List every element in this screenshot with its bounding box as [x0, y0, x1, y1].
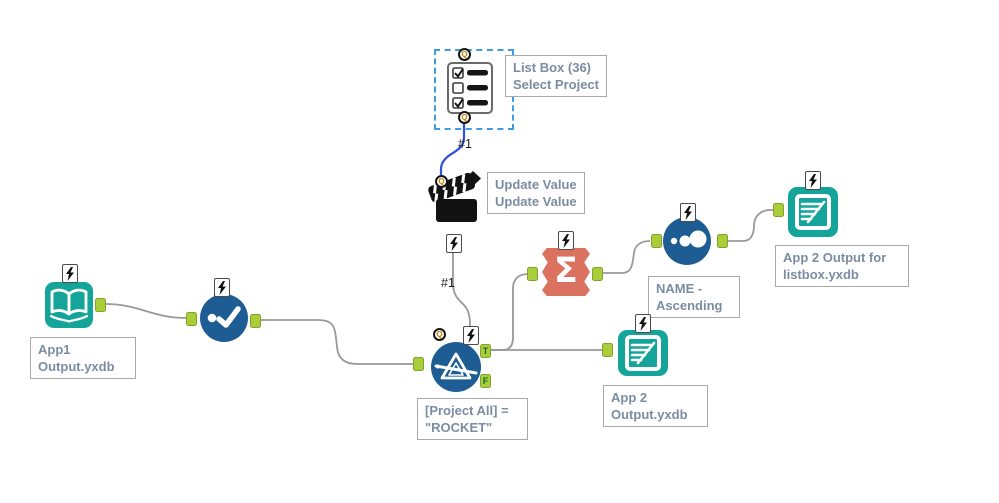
list-box-tool-icon[interactable] [447, 62, 493, 114]
three-dots-icon [670, 230, 707, 248]
lightning-bolt-icon [680, 203, 696, 222]
annotation-line: [Project All] = [425, 403, 509, 418]
annotation-line: Ascending [656, 298, 723, 313]
input-anchor[interactable] [186, 312, 197, 326]
update-value-annotation[interactable]: Update Value Update Value [487, 172, 585, 214]
question-anchor-bottom-icon: Q [458, 111, 471, 124]
wire-input-to-select[interactable] [104, 303, 187, 319]
q-letter: Q [436, 330, 443, 339]
lightning-bolt-icon [214, 278, 230, 297]
update-value-tool-icon[interactable] [427, 167, 484, 225]
clapperboard-icon [428, 171, 481, 222]
input-anchor[interactable] [602, 343, 613, 357]
input-anchor[interactable] [527, 267, 538, 281]
annotation-line: App1 [38, 342, 71, 357]
wire-update-to-filter[interactable] [452, 251, 471, 327]
input-anchor[interactable] [773, 203, 784, 217]
q-letter: Q [461, 113, 468, 122]
question-anchor-top-icon: Q [458, 48, 471, 61]
true-label: T [482, 346, 489, 356]
summarize-tool-icon[interactable]: Σ [542, 248, 590, 296]
output-data-tool-icon[interactable] [788, 187, 838, 237]
lightning-bolt-icon [446, 234, 462, 253]
wire-listbox-to-update[interactable] [439, 123, 466, 175]
connection-label: #1 [458, 137, 472, 151]
output-anchor[interactable] [95, 298, 106, 312]
input-data-annotation[interactable]: App1 Output.yxdb [30, 337, 136, 379]
input-anchor[interactable] [651, 234, 662, 248]
output-app2-annotation[interactable]: App 2 Output.yxdb [603, 385, 708, 427]
output-anchor[interactable] [250, 314, 261, 328]
annotation-line: listbox.yxdb [783, 267, 859, 282]
annotation-line: List Box (36) [513, 60, 592, 75]
wire-summarize-to-sort[interactable] [603, 240, 651, 274]
lightning-bolt-icon [805, 171, 821, 190]
wire-sort-to-output[interactable] [728, 209, 774, 242]
filter-funnel-icon [434, 352, 478, 380]
document-pencil-icon [625, 335, 661, 371]
annotation-line: Output.yxdb [611, 407, 688, 422]
filter-annotation[interactable]: [Project All] = "ROCKET" [417, 398, 528, 440]
annotation-line: App 2 [611, 390, 648, 405]
document-pencil-icon [795, 194, 831, 230]
sort-annotation[interactable]: NAME - Ascending [648, 276, 740, 318]
false-label: F [482, 376, 489, 386]
annotation-line: App 2 Output for [783, 250, 887, 265]
connection-label: #1 [441, 276, 455, 290]
lightning-bolt-icon [463, 326, 479, 345]
annotation-line: Select Project [513, 77, 599, 92]
false-output-anchor[interactable]: F [480, 374, 491, 388]
select-tool-icon[interactable] [200, 294, 248, 342]
annotation-line: Update Value [495, 177, 577, 192]
sort-tool-icon[interactable] [663, 217, 711, 265]
annotation-line: NAME - [656, 281, 703, 296]
q-letter: Q [438, 177, 445, 186]
dot-checkmark-icon [207, 306, 241, 328]
output-anchor[interactable] [592, 267, 603, 281]
lightning-bolt-icon [62, 264, 78, 283]
lightning-bolt-icon [558, 231, 574, 250]
output-data-tool-icon[interactable] [618, 330, 668, 376]
sigma-icon: Σ [554, 251, 578, 291]
checklist-icon [452, 67, 488, 109]
true-output-anchor[interactable]: T [480, 344, 491, 358]
annotation-line: "ROCKET" [425, 420, 493, 435]
wire-select-to-filter[interactable] [261, 319, 414, 365]
list-box-annotation[interactable]: List Box (36) Select Project [505, 55, 607, 97]
question-anchor-icon: Q [435, 175, 448, 188]
output-anchor[interactable] [717, 234, 728, 248]
question-anchor-icon: Q [433, 328, 446, 341]
lightning-bolt-icon [635, 314, 651, 333]
q-letter: Q [461, 50, 468, 59]
filter-tool-icon[interactable] [431, 342, 481, 392]
output-listbox-annotation[interactable]: App 2 Output for listbox.yxdb [775, 245, 909, 287]
input-anchor[interactable] [413, 357, 424, 371]
wire-filter-true-to-summarize[interactable] [491, 273, 529, 351]
open-book-icon [49, 288, 89, 323]
annotation-line: Output.yxdb [38, 359, 115, 374]
input-data-tool-icon[interactable] [45, 282, 93, 328]
annotation-line: Update Value [495, 194, 577, 209]
